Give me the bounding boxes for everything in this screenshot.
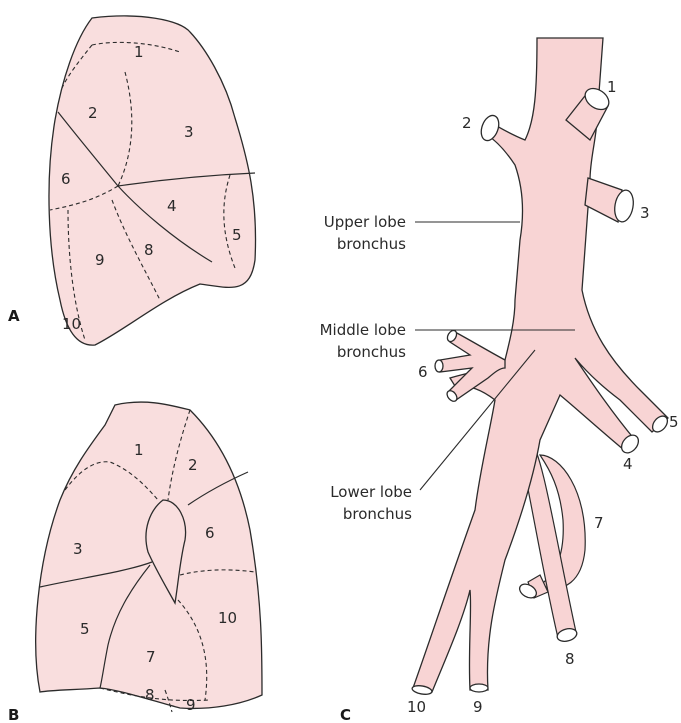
lung-a-segment-label: 1 [134,43,144,61]
bronchial-tree: 1 2 3 4 5 6 7 8 9 10 Upper lobe bronchus… [320,38,679,716]
lung-a-segment-label: 6 [61,170,71,188]
bronchus-end-9 [470,684,488,692]
bronchus-label: 7 [594,514,604,532]
lung-b-segment-label: 5 [80,620,90,638]
middle-lobe-caption-line2: bronchus [337,343,406,361]
lung-b-segment-label: 8 [145,686,155,704]
lung-b-segment-label: 10 [218,609,237,627]
bronchus-end-6b [435,360,443,372]
bronchus-label: 5 [669,413,679,431]
lung-b-segment-label: 7 [146,648,156,666]
lung-b-segment-label: 6 [205,524,215,542]
bronchus-label: 9 [473,698,483,716]
lung-b-segment-label: 3 [73,540,83,558]
lung-b-segment-label: 1 [134,441,144,459]
lung-a-segment-label: 9 [95,251,105,269]
lung-b-segment-label: 2 [188,456,198,474]
lung-a-segment-label: 3 [184,123,194,141]
bronchus-label: 3 [640,204,650,222]
lung-a-outline [49,16,256,345]
lung-a-segment-label: 8 [144,241,154,259]
bronchus-label: 1 [607,78,617,96]
bronchus-label: 8 [565,650,575,668]
upper-lobe-caption-line2: bronchus [337,235,406,253]
lung-a-lateral: 1 2 3 4 5 6 8 9 10 [49,16,256,345]
lower-lobe-caption-line1: Lower lobe [330,483,412,501]
lung-a-segment-label: 4 [167,197,177,215]
upper-lobe-caption-line1: Upper lobe [324,213,406,231]
lung-a-segment-label: 5 [232,226,242,244]
lung-a-segment-label: 2 [88,104,98,122]
bronchus-label: 10 [407,698,426,716]
bronchus-label: 2 [462,114,472,132]
panel-label-a: A [8,307,20,325]
panel-label-c: C [340,706,351,723]
panel-label-b: B [8,706,19,723]
lung-a-segment-label: 10 [62,315,81,333]
lung-b-segment-label: 9 [186,696,196,714]
lung-b-medial: 1 2 3 5 6 7 8 9 10 [36,402,262,714]
middle-lobe-caption-line1: Middle lobe [320,321,406,339]
bronchus-label: 6 [418,363,428,381]
lower-lobe-caption-line2: bronchus [343,505,412,523]
bronchus-label: 4 [623,455,633,473]
